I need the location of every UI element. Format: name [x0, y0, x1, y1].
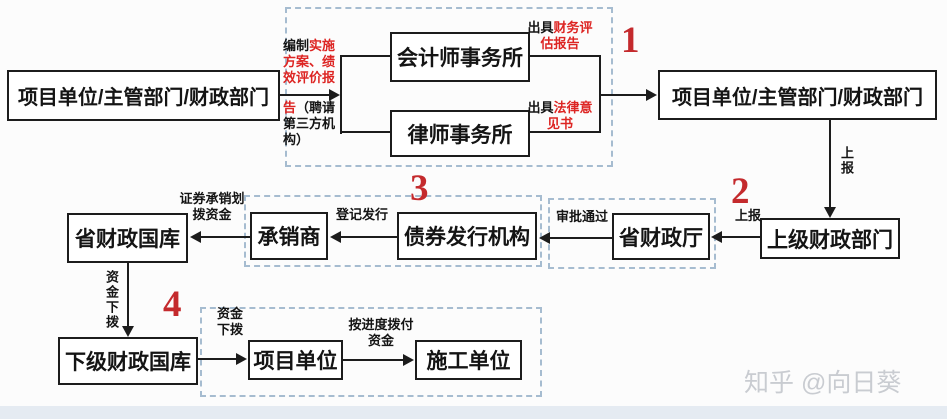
- footer-strip: [0, 406, 947, 419]
- arrowhead-left-icon: [539, 232, 550, 244]
- label-approval-passed: 审批通过: [555, 209, 608, 224]
- step-number-3: 3: [410, 168, 429, 209]
- arrowhead-right-icon: [646, 89, 657, 101]
- connector-line: [340, 55, 390, 57]
- label-funds-down-mid: 资金下拨: [216, 306, 243, 337]
- dashed-group-step3: [244, 195, 542, 267]
- label-progress-payment: 按进度拨付资金: [348, 317, 414, 348]
- box-accounting-firm: 会计师事务所: [390, 32, 530, 82]
- box-provincial-treasury: 省财政国库: [67, 213, 188, 263]
- connector-line: [599, 94, 647, 96]
- label-register-issue: 登记发行: [335, 207, 388, 222]
- arrowhead-right-icon: [403, 354, 414, 366]
- arrowhead-down-icon: [122, 326, 134, 337]
- box-provincial-finance-dept: 省财政厅: [612, 213, 710, 260]
- watermark-zhihu: 知乎 @向日葵: [744, 369, 902, 397]
- connector-line: [722, 236, 760, 238]
- arrowhead-right-icon: [236, 353, 247, 365]
- box-law-firm: 律师事务所: [390, 110, 530, 157]
- arrowhead-right-icon: [329, 89, 340, 101]
- box-lower-treasury: 下级财政国库: [58, 337, 198, 385]
- dashed-group-step1: [285, 7, 613, 167]
- connector-line: [829, 120, 831, 208]
- label-report-up-mid: 上报: [735, 208, 762, 223]
- arrowhead-down-icon: [824, 207, 836, 218]
- label-issue-red: 财务评估报告: [540, 20, 593, 51]
- arrowhead-left-icon: [190, 231, 201, 243]
- box-higher-finance-dept: 上级财政部门: [760, 218, 900, 259]
- box-project-unit-left: 项目单位/主管部门/财政部门: [7, 70, 280, 121]
- dashed-group-step4: [200, 307, 542, 397]
- connector-line: [127, 263, 129, 327]
- label-compile-black2: （聘请第三方机构）: [283, 100, 336, 147]
- arrowhead-left-icon: [711, 231, 722, 243]
- label-compile-plan-bottom: 告（聘请第三方机构）: [283, 100, 341, 148]
- label-underwriting-transfer: 证券承销划拨资金: [179, 191, 245, 222]
- step-number-4: 4: [163, 284, 182, 325]
- label-issue-financial-report: 出具财务评估报告: [525, 20, 595, 52]
- arrowhead-left-icon: [330, 231, 341, 243]
- connector-line: [340, 131, 390, 133]
- connector-line: [201, 236, 250, 238]
- label-compile-plan-top: 编制实施方案、绩效评价报: [283, 38, 341, 86]
- label-compile-red2: 告: [283, 100, 297, 115]
- box-underwriter: 承销商: [250, 212, 328, 260]
- label-legal-red: 法律意见书: [546, 100, 593, 131]
- connector-line: [341, 236, 397, 238]
- box-construction-unit: 施工单位: [415, 340, 522, 380]
- box-bond-issuer: 债券发行机构: [397, 212, 537, 260]
- label-issue-legal-opinion: 出具法律意见书: [525, 100, 595, 132]
- label-issue-black: 出具: [527, 20, 554, 35]
- label-compile-black: 编制: [283, 38, 310, 53]
- connector-line: [530, 55, 601, 57]
- label-legal-black: 出具: [527, 100, 554, 115]
- connector-line: [343, 359, 404, 361]
- label-report-up-vertical: 上报: [839, 146, 854, 176]
- connector-line: [550, 237, 612, 239]
- box-project-unit-right: 项目单位/主管部门/财政部门: [658, 70, 937, 120]
- connector-line: [530, 131, 601, 133]
- label-funds-down-vertical: 资金下拨: [104, 270, 119, 330]
- label-compile-red: 实施方案、绩效评价报: [283, 38, 336, 85]
- connector-line: [340, 56, 342, 134]
- box-project-unit-bottom: 项目单位: [248, 340, 343, 380]
- connector-line: [198, 358, 237, 360]
- step-number-1: 1: [621, 20, 640, 61]
- step-number-2: 2: [731, 171, 750, 212]
- connector-line: [280, 94, 330, 96]
